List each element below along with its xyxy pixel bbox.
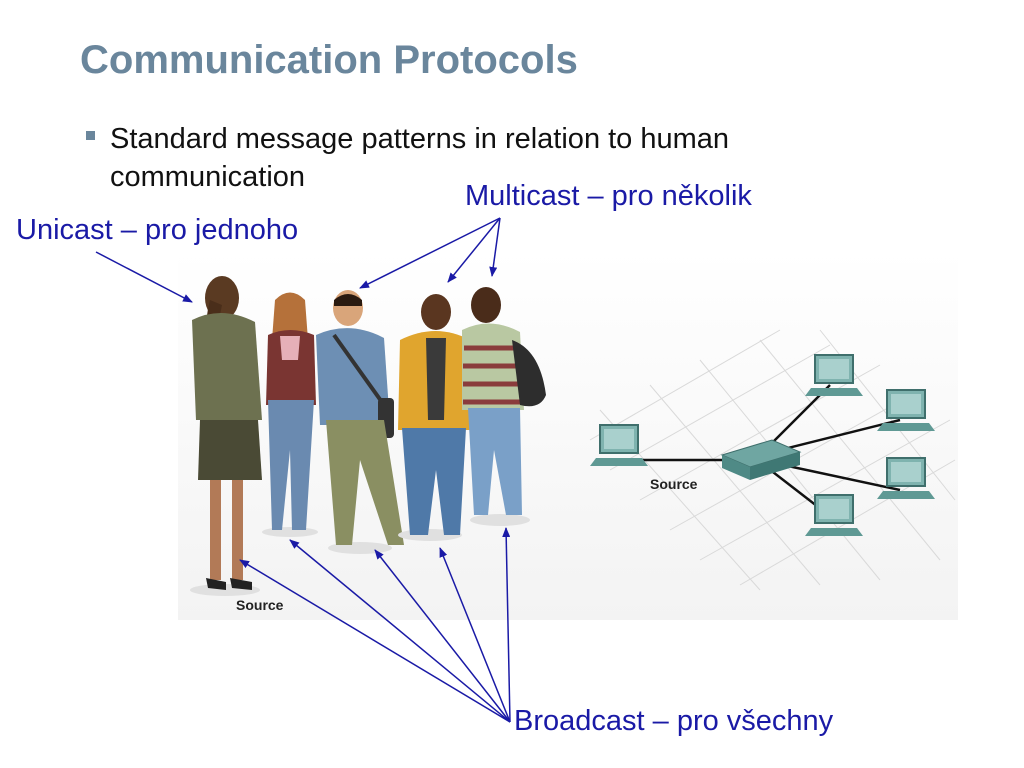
- people-source-label: Source: [236, 597, 284, 613]
- network-switch-icon: [720, 439, 802, 480]
- source-computer-icon: [590, 424, 648, 466]
- unicast-label: Unicast – pro jednoho: [16, 214, 299, 246]
- network-source-label: Source: [650, 476, 698, 492]
- person-figure: [462, 287, 546, 526]
- network-grid: [589, 329, 956, 591]
- broadcast-label: Broadcast – pro všechny: [514, 705, 834, 737]
- person-figure: [316, 290, 404, 554]
- person-figure: [398, 294, 474, 541]
- computer-icon: [805, 494, 863, 536]
- source-person-figure: [190, 276, 262, 596]
- bullet-text: Standard message patterns in relation to…: [110, 123, 730, 193]
- square-bullet-icon: [86, 131, 95, 140]
- computer-icon: [877, 457, 935, 499]
- person-figure: [262, 292, 318, 537]
- computer-icon: [877, 389, 935, 431]
- broadcast-arrows: [239, 527, 511, 723]
- multicast-arrows: [359, 217, 501, 289]
- multicast-label: Multicast – pro několik: [465, 180, 752, 212]
- slide-title: Communication Protocols: [80, 38, 578, 82]
- computer-icon: [805, 354, 863, 396]
- unicast-arrow: [95, 251, 193, 303]
